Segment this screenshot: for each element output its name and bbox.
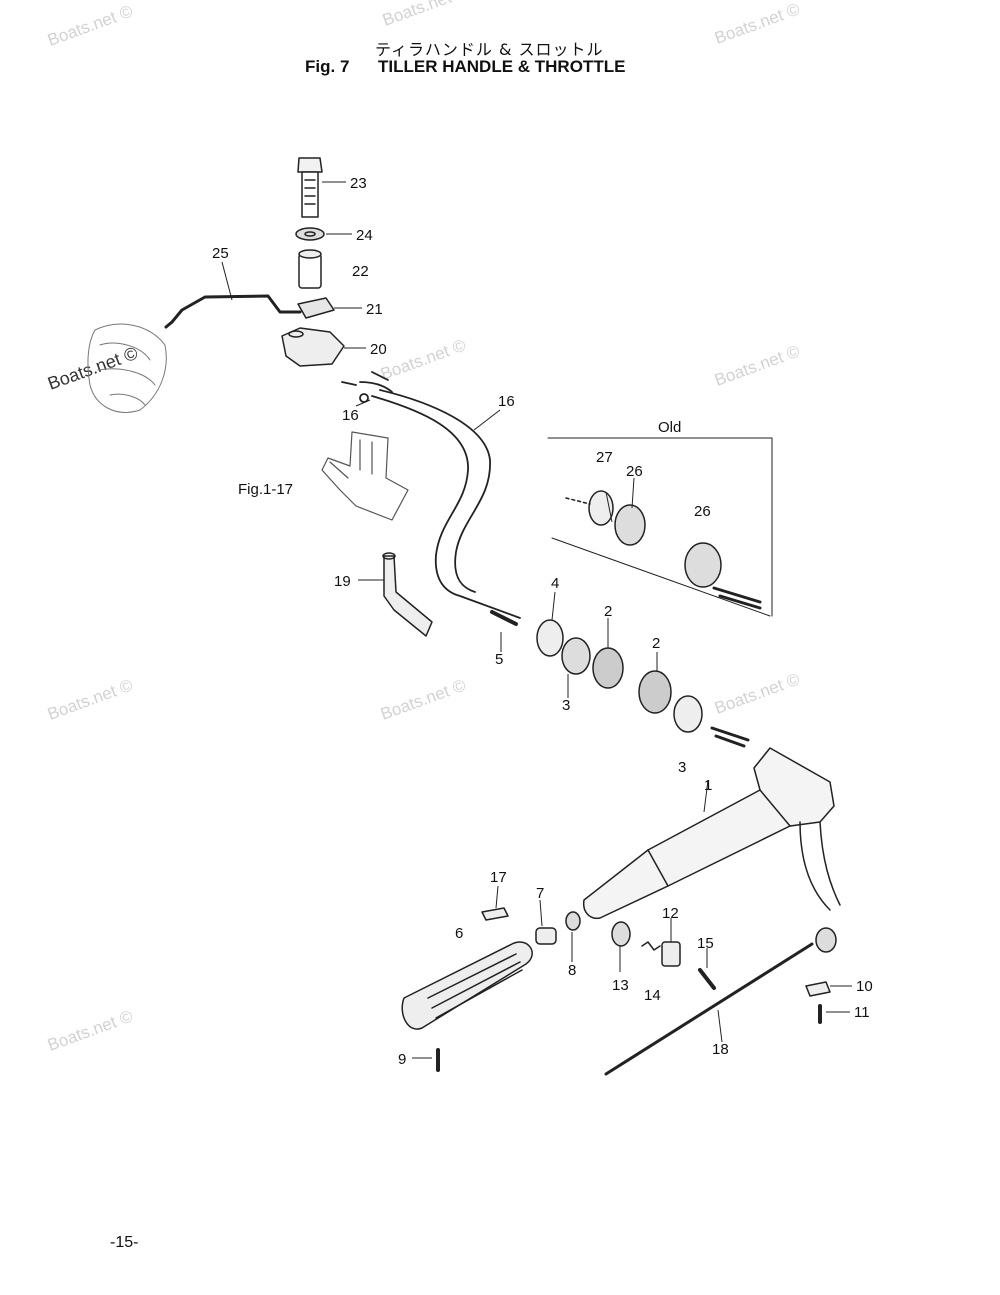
callout-6: 6: [455, 925, 463, 942]
gear-2-drawing: [592, 647, 624, 689]
callout-16: 16: [498, 393, 515, 410]
plate-4-drawing: [536, 619, 564, 657]
inset-parts-drawing: [565, 490, 762, 610]
callout-9: 9: [398, 1051, 406, 1068]
engine-bracket-drawing: [321, 431, 409, 521]
ring-8-drawing: [565, 911, 581, 931]
page-number: -15-: [110, 1234, 139, 1251]
bolt-23-drawing: [297, 157, 323, 218]
screw-5-drawing: [490, 610, 518, 626]
callout-22: 22: [352, 263, 369, 280]
sleeve-7-drawing: [535, 927, 557, 945]
throttle-cables-drawing: [341, 371, 521, 619]
callout-15: 15: [697, 935, 714, 952]
inset-frame: [547, 437, 773, 617]
hose-19-drawing: [383, 555, 433, 637]
callout-2: 2: [604, 603, 612, 620]
callout-5: 5: [495, 651, 503, 668]
reference-fig-1-17: Fig.1-17: [238, 481, 293, 498]
spring-14-drawing: [641, 941, 661, 951]
inset-callout-26b: 26: [694, 503, 711, 520]
bushing-21-drawing: [297, 297, 335, 319]
callout-12: 12: [662, 905, 679, 922]
figure-title-japanese: ティラハンドル & スロットル: [375, 40, 604, 59]
plate-17-drawing: [481, 907, 509, 921]
engine-outline-drawing: [87, 323, 167, 413]
callout-7: 7: [536, 885, 544, 902]
callout-8: 8: [568, 962, 576, 979]
tiller-arm-drawing: [582, 747, 841, 920]
callout-25: 25: [212, 245, 229, 262]
callout-23: 23: [350, 175, 367, 192]
inset-callout-27: 27: [596, 449, 613, 466]
callout-leaders: [221, 181, 852, 1059]
figure-number: Fig. 7: [305, 57, 350, 76]
washer-24-drawing: [295, 227, 325, 241]
callout-labels: 23 24 22 21 20 25 16 16 19 4 5 2 2 3 3 1…: [212, 175, 873, 1068]
callout-13: 13: [612, 977, 629, 994]
callout-14: 14: [644, 987, 661, 1004]
collar-3-drawing: [561, 637, 591, 675]
callout-20: 20: [370, 341, 387, 358]
callout-2b: 2: [652, 635, 660, 652]
callout-11: 11: [854, 1004, 870, 1021]
callout-19: 19: [334, 573, 351, 590]
callout-1: 1: [704, 777, 712, 794]
collar-3b-drawing: [673, 695, 703, 733]
callout-4: 4: [551, 575, 559, 592]
clip-10-drawing: [805, 981, 831, 997]
callout-21: 21: [366, 301, 383, 318]
grip-6-drawing: [401, 941, 533, 1030]
figure-title: TILLER HANDLE & THROTTLE: [378, 57, 626, 76]
gear-2b-drawing: [638, 670, 672, 714]
callout-3: 3: [562, 697, 570, 714]
inset-callout-26: 26: [626, 463, 643, 480]
collar-22-drawing: [298, 253, 322, 289]
screw-15-drawing: [698, 968, 716, 990]
bracket-20-drawing: [281, 327, 345, 367]
part-12-drawing: [661, 941, 681, 967]
callout-24: 24: [356, 227, 373, 244]
rod-18-drawing: [604, 942, 814, 1076]
callout-16b: 16: [342, 407, 359, 424]
callout-17: 17: [490, 869, 507, 886]
inset-label-old: Old: [658, 419, 681, 436]
part-13-drawing: [611, 921, 631, 947]
callout-18: 18: [712, 1041, 729, 1058]
rod-25-drawing: [170, 294, 302, 324]
callout-10: 10: [856, 978, 873, 995]
callout-3b: 3: [678, 759, 686, 776]
